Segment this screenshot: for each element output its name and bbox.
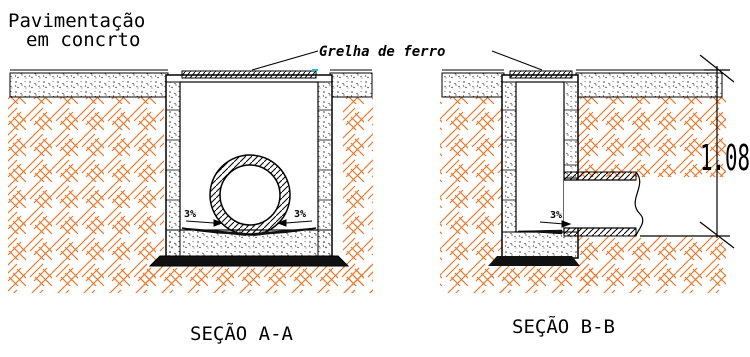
grate-leader	[251, 50, 543, 71]
section-a-slope-arrows	[185, 219, 313, 227]
section-b-soil	[440, 97, 726, 293]
section-b-pit	[488, 74, 580, 266]
paving-label-line2: em concrto	[26, 29, 140, 51]
section-b-outlet-pipe	[517, 171, 644, 237]
dimension-value: 1.08	[700, 138, 750, 179]
section-a-pipe	[181, 154, 317, 236]
section-b-grate	[509, 70, 573, 79]
section-b-pavement	[441, 69, 723, 98]
section-a-title: SEÇÃO A-A	[190, 322, 294, 345]
section-b-title: SEÇÃO B-B	[512, 315, 615, 338]
section-b-slope-arrow	[539, 220, 572, 228]
slope-label-b: 3%	[550, 210, 562, 221]
section-a-soil	[8, 97, 373, 293]
paving-label-line1: Pavimentação	[8, 10, 145, 32]
slope-label-a-left: 3%	[184, 209, 196, 220]
section-a-grate	[181, 69, 318, 79]
dimension-line	[640, 54, 735, 249]
grate-label: Grelha de ferro	[319, 44, 445, 60]
slope-label-a-right: 3%	[294, 209, 306, 220]
